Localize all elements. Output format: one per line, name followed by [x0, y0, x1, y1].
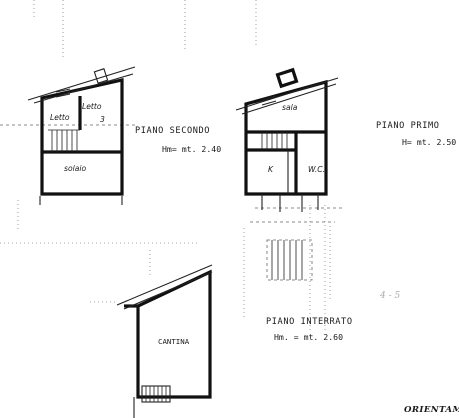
room-label-letto: Letto — [82, 102, 102, 111]
room-label-wc: W.C. — [308, 165, 326, 174]
piano-interrato-stair — [271, 240, 303, 280]
room-label-kitchen: K — [268, 165, 273, 174]
orientation-label: ORIENTAM — [404, 405, 459, 415]
room-label-sala: sala — [282, 103, 298, 112]
room-label-letto: Letto — [50, 113, 70, 122]
room-label-cantina: CANTINA — [158, 337, 190, 346]
piano-interrato-title: PIANO INTERRATO — [266, 317, 353, 327]
faint-note: 4 - 5 — [380, 291, 401, 301]
piano-interrato-height: Hm. = mt. 2.60 — [274, 332, 344, 342]
piano-primo-plan — [235, 67, 339, 212]
room-number: 3 — [100, 115, 105, 124]
piano-secondo-plan — [27, 66, 136, 205]
construction-lines — [0, 0, 345, 330]
piano-secondo-title: PIANO SECONDO — [135, 126, 211, 136]
cantina-plan — [116, 264, 213, 418]
piano-primo-title: PIANO PRIMO — [376, 121, 440, 131]
piano-secondo-height: Hm= mt. 2.40 — [162, 144, 222, 154]
room-label-solaio: solaio — [64, 164, 87, 173]
piano-primo-height: H= mt. 2.50 — [402, 137, 457, 147]
